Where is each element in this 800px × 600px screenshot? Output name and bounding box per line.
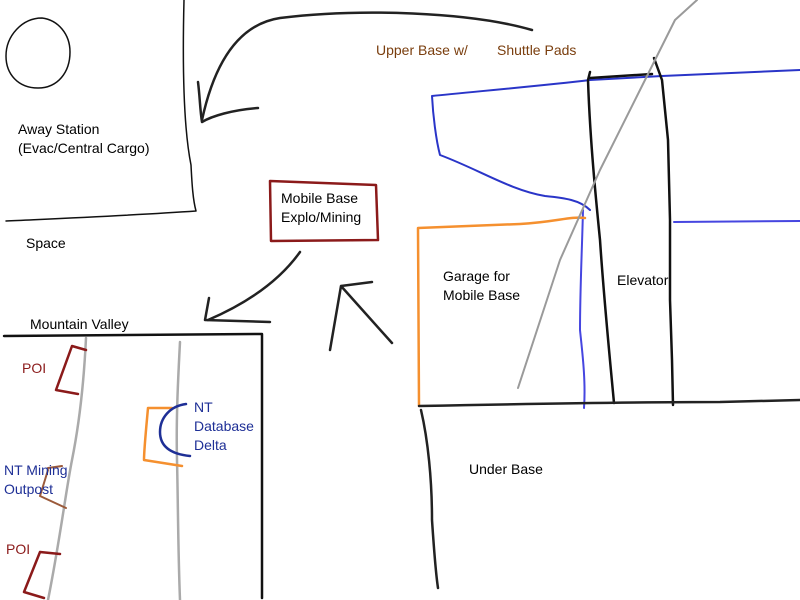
upper-base-outline <box>431 69 800 211</box>
arrowhead-away-station <box>196 80 260 124</box>
mobile-base-box <box>268 179 380 243</box>
arrow-upper-base-to-away-station <box>200 11 534 122</box>
mountain-valley-label: Mountain Valley <box>30 316 129 332</box>
mountain-valley-box <box>2 332 264 600</box>
passage-blue-right <box>673 220 800 223</box>
away-station-border <box>5 0 197 222</box>
nt-mining-outpost-label: NT Mining Outpost <box>4 462 68 497</box>
nt-database-delta-label: NT Database Delta <box>194 399 254 453</box>
poi-1-label: POI <box>22 360 47 376</box>
away-station-label: Away Station (Evac/Central Cargo) <box>18 121 150 156</box>
nt-database-delta-orange <box>142 406 184 468</box>
upper-base-label: Upper Base w/ <box>376 42 468 58</box>
under-base-label: Under Base <box>469 461 543 477</box>
poi-2-label: POI <box>6 541 31 557</box>
arrowhead-valley <box>203 296 272 324</box>
nt-database-delta-blue <box>158 402 192 458</box>
grey-diagonal-line <box>517 0 698 389</box>
garage-label: Garage for Mobile Base <box>443 268 521 303</box>
arrow-mobile-base-to-valley <box>206 250 302 322</box>
valley-path-left <box>46 336 88 600</box>
garage-outline <box>416 216 587 408</box>
space-label: Space <box>26 235 66 251</box>
passage-blue-lower <box>579 209 586 409</box>
ground-line <box>417 398 800 408</box>
shuttle-pads-label: Shuttle Pads <box>497 42 577 58</box>
nt-mining-outpost-marker <box>39 465 67 509</box>
elevator-shaft <box>586 56 675 407</box>
away-station-circle <box>5 17 71 89</box>
mobile-base-label: Mobile Base Explo/Mining <box>281 190 362 225</box>
arrow-up-to-mobile-base <box>328 280 394 352</box>
under-base-left-wall <box>419 408 440 590</box>
poi-2-marker <box>22 550 62 600</box>
poi-1-marker <box>54 344 88 396</box>
valley-path-right <box>175 340 182 600</box>
elevator-label: Elevator <box>617 272 669 288</box>
